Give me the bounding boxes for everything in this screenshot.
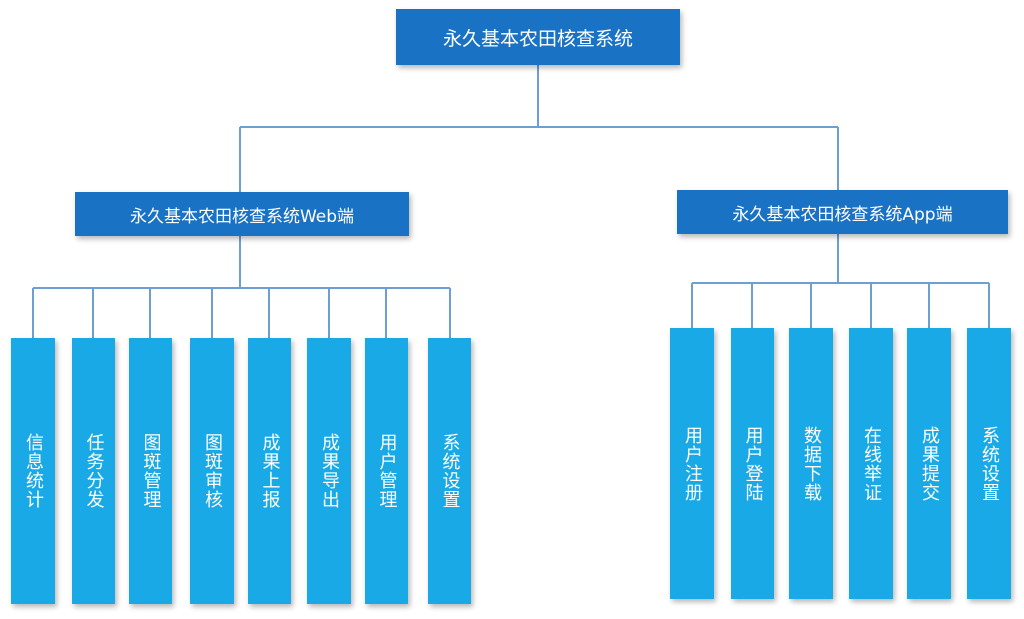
app-leaf-label: 用户登陆 (742, 425, 764, 502)
web-branch-node: 永久基本农田核查系统Web端 (75, 192, 409, 236)
app-branch-node: 永久基本农田核查系统App端 (677, 190, 1008, 234)
web-leaf-node: 用户管理 (365, 338, 408, 604)
app-branch-label: 永久基本农田核查系统App端 (732, 204, 953, 225)
root-node-label: 永久基本农田核查系统 (442, 27, 633, 50)
web-leaf-label: 用户管理 (376, 433, 398, 509)
web-leaf-label: 系统设置 (439, 433, 461, 509)
web-leaf-label: 图斑管理 (140, 433, 162, 509)
app-leaf-node: 用户注册 (670, 328, 714, 599)
web-leaf-node: 成果上报 (248, 338, 291, 604)
web-leaf-node: 图斑审核 (190, 338, 234, 604)
root-node: 永久基本农田核查系统 (396, 9, 680, 65)
web-leaf-label: 成果导出 (319, 433, 340, 509)
app-leaf-node: 用户登陆 (731, 328, 774, 599)
app-leaf-node: 数据下载 (789, 328, 833, 599)
web-leaf-label: 成果上报 (259, 433, 281, 509)
app-leaf-node: 系统设置 (967, 328, 1011, 599)
app-leaf-node: 在线举证 (849, 328, 893, 599)
app-leaf-label: 在线举证 (861, 425, 882, 502)
web-leaf-node: 成果导出 (307, 338, 351, 604)
web-leaf-node: 信息统计 (11, 338, 55, 604)
web-leaf-node: 任务分发 (72, 338, 115, 604)
app-leaf-label: 数据下载 (801, 425, 822, 502)
web-leaf-node: 图斑管理 (129, 338, 172, 604)
app-leaf-label: 成果提交 (919, 425, 940, 502)
web-leaf-label: 图斑审核 (202, 433, 223, 509)
app-leaf-label: 用户注册 (682, 425, 703, 502)
web-leaf-label: 任务分发 (83, 433, 105, 509)
web-leaf-label: 信息统计 (23, 433, 44, 509)
web-leaf-node: 系统设置 (428, 338, 471, 604)
web-branch-label: 永久基本农田核查系统Web端 (129, 206, 355, 227)
app-leaf-label: 系统设置 (979, 425, 1000, 502)
app-leaf-node: 成果提交 (907, 328, 951, 599)
